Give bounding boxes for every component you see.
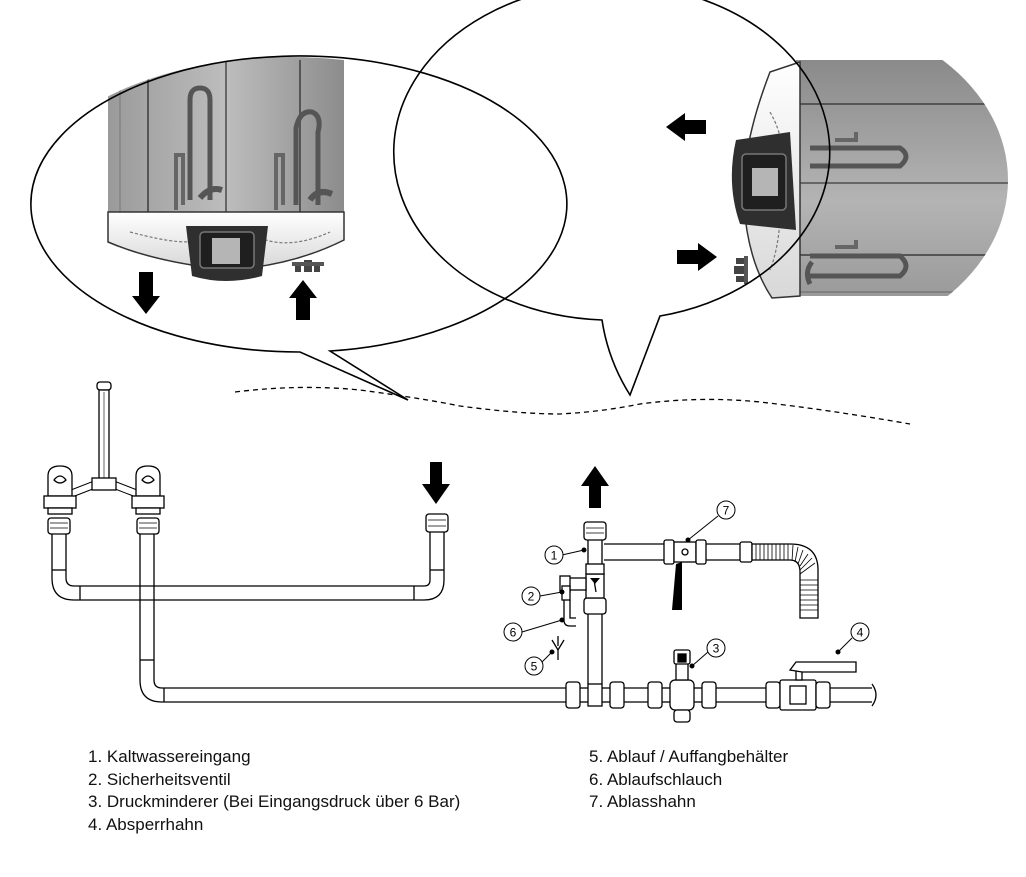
legend-item-6: 6. Ablaufschlauch <box>589 769 723 789</box>
heating-element <box>810 253 909 279</box>
legend-right: 5. Ablauf / Auffangbehälter 6. Ablaufsch… <box>589 746 788 814</box>
legend-item-7: 7. Ablasshahn <box>589 792 696 811</box>
callout-3-label: 3 <box>713 642 720 656</box>
callouts: 1 2 6 5 3 4 7 <box>503 500 870 676</box>
cold-water-up-arrow <box>581 466 609 508</box>
callout-1 <box>544 545 564 565</box>
callout-7 <box>716 500 736 520</box>
wall-line <box>234 386 911 425</box>
horizontal-installation-bubble <box>392 0 1008 397</box>
heating-element <box>293 109 322 205</box>
callout-6-label: 6 <box>510 626 517 640</box>
drain-funnel <box>551 639 565 660</box>
legend-item-4: 4. Absperrhahn <box>88 814 204 834</box>
pipe-fitting <box>765 681 781 709</box>
vertical-installation-bubble <box>30 55 568 401</box>
hot-water-pipe <box>51 532 445 601</box>
pipe-fitting <box>583 597 607 615</box>
pipe-fitting <box>565 681 581 709</box>
pipe-fitting <box>663 539 675 565</box>
bubble-outline-left <box>30 55 568 401</box>
pipe-fitting <box>695 539 707 565</box>
pipe-fitting <box>647 681 663 709</box>
pipe-fitting <box>701 681 717 709</box>
shut-off-valve <box>779 661 857 711</box>
hot-water-inlet-arrow <box>422 462 450 504</box>
callout-7-label: 7 <box>723 504 730 518</box>
callout-1-label: 1 <box>551 549 558 563</box>
pipe-fitting <box>815 681 831 709</box>
pipe-fitting <box>739 541 753 563</box>
callout-4 <box>850 622 870 642</box>
legend-left: 1. Kaltwassereingang 2. Sicherheitsventi… <box>88 746 460 836</box>
outlet-arrow-down <box>132 272 160 314</box>
drain-hose <box>751 543 819 619</box>
bubble-outline-right <box>392 0 831 397</box>
legend-item-3: 3. Druckminderer (Bei Eingangsdruck über… <box>88 792 461 811</box>
pipe-fitting <box>583 521 607 541</box>
legend-item-1: 1. Kaltwassereingang <box>88 747 251 766</box>
legend-item-2: 2. Sicherheitsventil <box>88 769 231 789</box>
mixer-faucet <box>43 381 165 515</box>
pipe-fitting <box>609 681 625 709</box>
cold-water-pipe <box>139 534 566 703</box>
callout-5 <box>524 656 544 676</box>
heating-element <box>187 85 213 200</box>
heating-element <box>810 145 909 169</box>
drain-cock <box>672 541 697 610</box>
pressure-reducer <box>669 649 695 723</box>
callout-6 <box>503 622 523 642</box>
tank-body <box>796 60 1008 296</box>
legend-item-5: 5. Ablauf / Auffangbehälter <box>589 747 789 766</box>
inlet-arrow-up <box>289 280 317 320</box>
inlet-arrow-right <box>677 243 717 271</box>
pipe-fitting <box>47 517 71 535</box>
callout-3 <box>706 638 726 658</box>
pipe-fitting <box>425 513 449 533</box>
pipe-fitting <box>136 517 160 535</box>
callout-2 <box>521 586 541 606</box>
callout-4-label: 4 <box>857 626 864 640</box>
callout-2-label: 2 <box>528 590 535 604</box>
callout-5-label: 5 <box>531 660 538 674</box>
outlet-arrow-left <box>666 113 706 141</box>
piping-diagram <box>43 381 877 723</box>
